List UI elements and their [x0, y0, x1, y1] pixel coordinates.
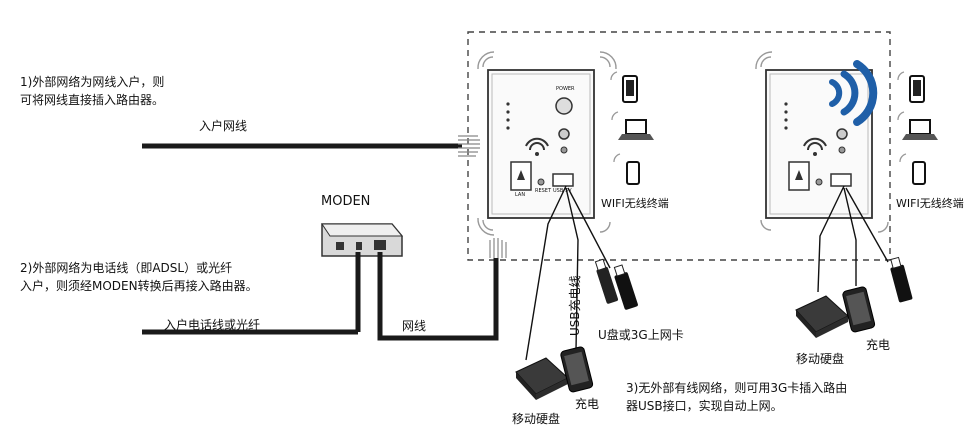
- wifi-terminals-right: [897, 71, 938, 185]
- usb-charge-label: USB充电线: [568, 275, 582, 336]
- router-reset-label: RESET: [535, 188, 552, 194]
- usb-cable-phone-left: [565, 187, 579, 351]
- usb-cable-3g-right: [845, 187, 889, 263]
- note-wireless-line2: 器USB接口，实现自动上网。: [626, 399, 783, 413]
- note-adsl-line1: 2)外部网络为电话线（即ADSL）或光纤: [20, 261, 233, 275]
- hdd-right: [795, 295, 849, 338]
- usb-dongles-left: [594, 258, 638, 310]
- wifi-waves-left-panel: [477, 51, 617, 236]
- router-usb-label: USB/5V: [553, 188, 572, 194]
- usb-cable-hdd-right: [817, 185, 845, 293]
- usb-cable-phone-right: [843, 187, 857, 286]
- charge-right-label: 充电: [866, 338, 891, 352]
- ethernet-cable: [142, 135, 480, 157]
- note-wireless-line1: 3)无外部有线网络，则可用3G卡插入路由: [626, 381, 848, 395]
- phone-left: [560, 346, 594, 393]
- router-group-frame: [467, 31, 891, 261]
- wifi-terminal-right-label: WIFI无线终端: [896, 197, 964, 210]
- usb-cable-3g: [567, 187, 611, 269]
- note-wired-line1: 1)外部网络为网线入户，则: [20, 75, 165, 89]
- phone-fiber-in-label: 入户电话线或光纤: [164, 318, 261, 332]
- usb-3g-label: U盘或3G上网卡: [598, 328, 684, 342]
- router-lan-label: LAN: [515, 192, 526, 198]
- cable-label: 网线: [402, 319, 427, 333]
- wifi-waves-right-panel: [755, 51, 889, 233]
- modem-router-cable: [377, 252, 499, 341]
- modem-device: [321, 223, 404, 257]
- modem-label: MODEN: [321, 194, 371, 209]
- hdd-left-label: 移动硬盘: [512, 412, 561, 426]
- usb-cable-hdd-left: [525, 185, 567, 361]
- wireless-signal-icon: [829, 60, 878, 126]
- usb-dongle-right: [890, 256, 913, 303]
- router-power-label: POWER: [556, 86, 575, 92]
- hdd-right-label: 移动硬盘: [796, 352, 845, 366]
- ethernet-in-label: 入户网线: [199, 119, 248, 133]
- note-wired-line2: 可将网线直接插入路由器。: [20, 93, 165, 107]
- wifi-terminals-left: [610, 71, 654, 185]
- note-adsl-line2: 入户，则须经MODEN转换后再接入路由器。: [20, 279, 258, 293]
- router-panel-left: [487, 69, 595, 219]
- wifi-terminal-left-label: WIFI无线终端: [601, 197, 669, 210]
- phone-right: [842, 286, 876, 333]
- charge-left-label: 充电: [575, 397, 600, 411]
- hdd-left: [515, 357, 569, 400]
